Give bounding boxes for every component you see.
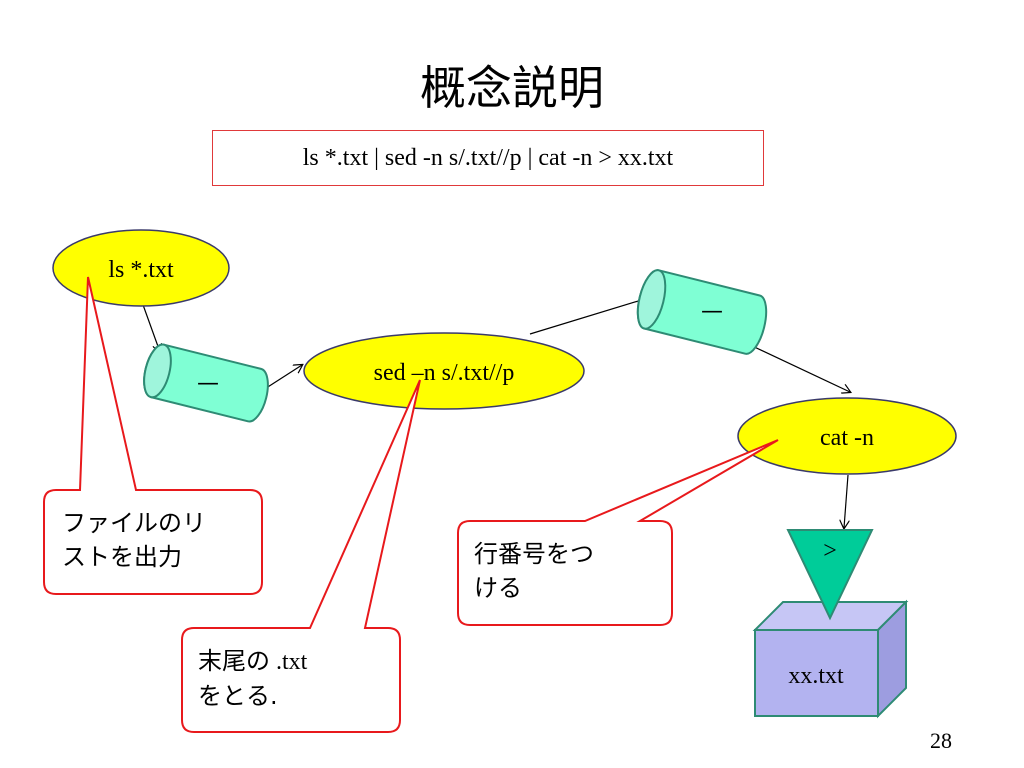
callout-ls-line1: ファイルのリ	[62, 509, 206, 537]
callout-ls-line2: ストを出力	[62, 543, 182, 571]
callout-ls-text: ファイルのリ ストを出力	[62, 506, 206, 574]
arrow-pipe2-to-cat	[747, 343, 850, 392]
redirect-triangle: >	[786, 529, 874, 621]
callout-cat-shape	[457, 439, 779, 626]
node-sed: sed –n s/.txt//p	[303, 332, 585, 410]
output-file-label: xx.txt	[788, 663, 844, 689]
callout-cat-line2: ける	[474, 574, 522, 602]
callout-ls-shape	[43, 276, 263, 595]
callout-sed-line1: 末尾の .txt	[198, 644, 307, 679]
node-cat: cat -n	[737, 397, 957, 475]
redirect-label: >	[823, 538, 837, 564]
callout-sed-ja: 末尾の	[198, 647, 270, 675]
node-ls-label: ls *.txt	[108, 257, 174, 283]
pipe-1	[143, 343, 269, 423]
callout-sed-code: .txt	[270, 649, 308, 675]
callout-cat-text: 行番号をつ ける	[474, 537, 594, 605]
page-number: 28	[930, 728, 952, 753]
node-cat-label: cat -n	[820, 425, 874, 451]
arrow-sed-to-pipe2	[529, 298, 648, 335]
callout-sed-text: 末尾の .txt をとる.	[198, 644, 307, 713]
pipe-2-label: —	[701, 299, 723, 324]
callout-sed-line2: をとる.	[198, 682, 278, 710]
arrow-cat-to-redirect	[844, 474, 848, 528]
command-text: ls *.txt | sed -n s/.txt//p | cat -n > x…	[302, 144, 674, 171]
command-box: ls *.txt | sed -n s/.txt//p | cat -n > x…	[212, 130, 764, 186]
pipe-2	[636, 269, 768, 355]
pipe-1-label: —	[197, 371, 219, 396]
node-ls: ls *.txt	[52, 229, 230, 307]
callout-cat-line1: 行番号をつ	[474, 540, 594, 568]
slide-title: 概念説明	[420, 61, 604, 115]
arrow-ls-to-pipe1	[141, 301, 160, 352]
callout-sed-shape	[181, 379, 421, 733]
node-sed-label: sed –n s/.txt//p	[374, 360, 515, 386]
